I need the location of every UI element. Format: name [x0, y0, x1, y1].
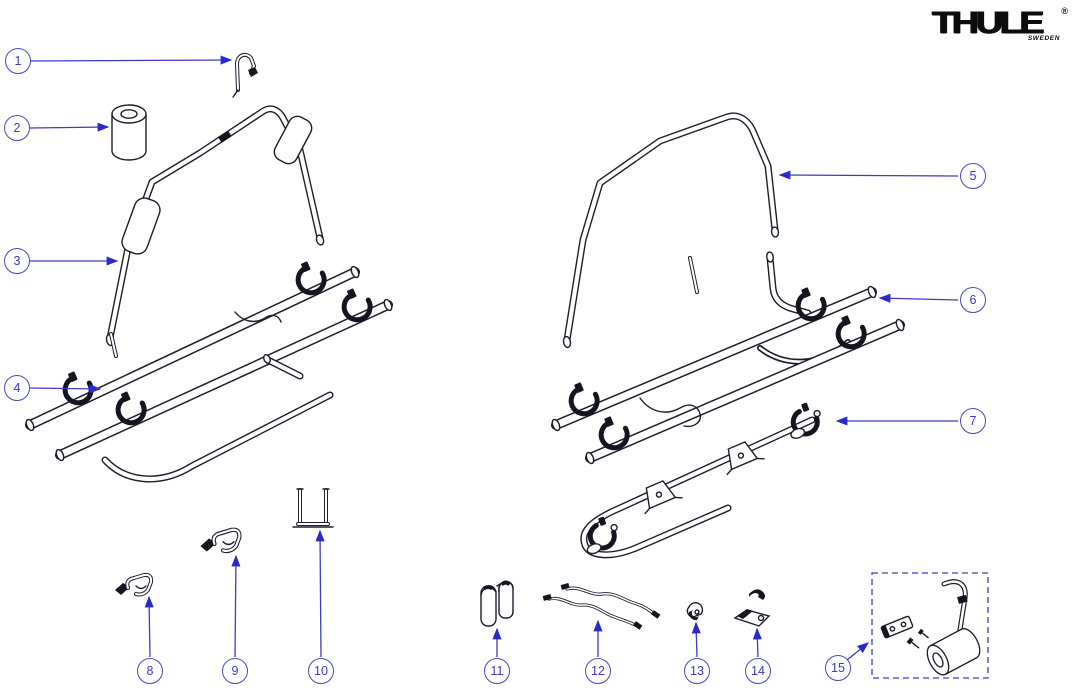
callout-9: 9 — [222, 658, 248, 684]
part-1-clip-drawing — [232, 52, 258, 98]
part-8-clip-drawing — [113, 572, 154, 597]
callout-5: 5 — [960, 163, 986, 189]
part-11-buckle-drawing — [480, 580, 514, 627]
logo-registered-mark: ® — [1061, 6, 1068, 16]
callout-14-label: 14 — [751, 663, 765, 678]
leader-line-1 — [30, 55, 233, 65]
part-10-u-bracket-drawing — [292, 488, 334, 528]
callout-13: 13 — [684, 658, 710, 684]
leader-line-14 — [752, 627, 762, 658]
logo-brand-text: THULE — [932, 6, 1045, 41]
leader-line-5 — [778, 170, 959, 180]
part-3-frame-drawing — [105, 105, 325, 347]
callout-7-label: 7 — [969, 413, 977, 428]
callout-2: 2 — [4, 115, 30, 141]
callout-1-label: 1 — [14, 53, 22, 68]
part-2-roller-drawing — [111, 104, 147, 161]
callout-3-label: 3 — [13, 253, 21, 268]
callout-3: 3 — [4, 248, 30, 274]
part-5-frame-drawing — [562, 112, 812, 349]
callout-6: 6 — [960, 287, 986, 313]
callout-8-label: 8 — [146, 663, 154, 678]
callout-15: 15 — [825, 655, 851, 681]
part-4-rails-drawing — [25, 257, 393, 483]
leader-line-13 — [691, 621, 701, 658]
callout-14: 14 — [745, 658, 771, 684]
callout-5-label: 5 — [969, 168, 977, 183]
callout-8: 8 — [137, 658, 163, 684]
callout-12-label: 12 — [591, 663, 605, 678]
callout-7: 7 — [960, 408, 986, 434]
leader-line-4 — [29, 384, 102, 394]
callout-13-label: 13 — [690, 663, 704, 678]
part-12-cables-drawing — [542, 583, 661, 630]
callout-12: 12 — [585, 658, 611, 684]
callout-10-label: 10 — [314, 663, 328, 678]
part-9-clip-drawing — [200, 530, 239, 552]
leader-line-6 — [878, 293, 959, 303]
callout-10: 10 — [308, 658, 334, 684]
part-14-clamp-drawing — [733, 589, 771, 627]
part-7-lower-rail-drawing — [580, 402, 821, 559]
callout-11: 11 — [484, 658, 510, 684]
thule-logo: THULE ® SWEDEN — [932, 6, 1068, 48]
part-13-clip-drawing — [686, 602, 704, 621]
logo-country-text: SWEDEN — [1027, 35, 1060, 42]
part-15-kit-drawing — [871, 572, 989, 679]
callout-6-label: 6 — [969, 292, 977, 307]
callout-1: 1 — [5, 48, 31, 74]
callout-15-label: 15 — [831, 660, 845, 675]
callout-9-label: 9 — [231, 663, 239, 678]
leader-lines — [29, 55, 959, 661]
leader-line-15 — [846, 642, 870, 661]
callout-4-label: 4 — [13, 380, 21, 395]
callout-4: 4 — [4, 375, 30, 401]
leader-line-9 — [231, 554, 241, 658]
leader-line-2 — [29, 122, 110, 132]
callout-11-label: 11 — [490, 663, 504, 678]
leader-line-8 — [144, 595, 154, 658]
part-6-rails-drawing — [551, 256, 905, 465]
leader-line-10 — [315, 529, 325, 658]
callout-2-label: 2 — [13, 120, 21, 135]
